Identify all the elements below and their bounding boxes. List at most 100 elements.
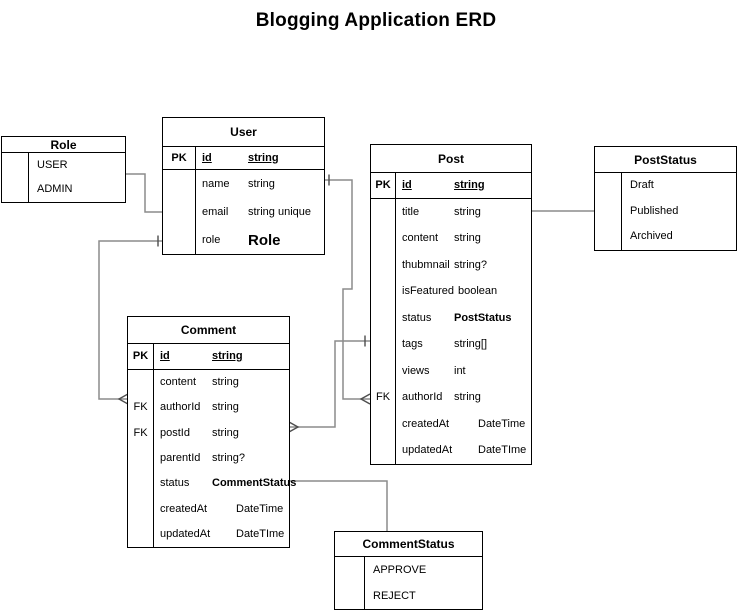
key-cell (163, 170, 196, 198)
key-cell (371, 225, 396, 252)
attr-type: string? (212, 452, 246, 465)
key-cell (163, 198, 196, 226)
fk-cell: FK (128, 420, 154, 446)
key-cell (371, 252, 396, 279)
attr-type: DateTime (236, 502, 284, 515)
attr-name: createdAt (160, 502, 208, 515)
table-row: PK id string (163, 147, 324, 170)
key-cell (163, 226, 196, 254)
table-row: USER (2, 153, 125, 178)
enum-value: ADMIN (37, 183, 73, 196)
many-foot-comment-postid (288, 421, 300, 433)
edge-user-comment[interactable] (98, 240, 163, 400)
attr-name: id (202, 151, 212, 164)
key-cell (128, 370, 154, 396)
table-row: name string (163, 170, 324, 198)
attr-name: isFeatured (402, 285, 454, 298)
attr-name: title (402, 205, 420, 218)
pk-cell: PK (163, 147, 196, 169)
attr-type: DateTIme (478, 444, 527, 457)
key-cell (595, 198, 622, 224)
table-row: isFeatured boolean (371, 278, 531, 305)
edge-role-user[interactable] (126, 173, 163, 213)
attr-name: authorId (160, 401, 201, 414)
table-row: parentId string? (128, 445, 289, 472)
edge-user-post[interactable] (324, 179, 370, 400)
key-cell (371, 331, 396, 358)
key-cell (371, 358, 396, 385)
attr-name: role (202, 233, 221, 246)
attr-type: string (454, 179, 485, 191)
attr-name: content (160, 376, 197, 389)
page-title: Blogging Application ERD (255, 10, 497, 31)
attr-name: updatedAt (160, 527, 211, 540)
attr-name: parentId (160, 452, 201, 465)
key-cell (371, 199, 396, 226)
entity-poststatus[interactable]: PostStatus Draft Published Archived (594, 146, 737, 251)
table-row: title string (371, 199, 531, 226)
key-cell (595, 224, 622, 250)
entity-poststatus-title: PostStatus (595, 147, 736, 173)
table-row: content string (128, 370, 289, 396)
table-row: FK authorId string (371, 384, 531, 411)
fk-cell: FK (371, 384, 396, 411)
attr-type: string unique (248, 205, 311, 218)
table-row: thubmnail string? (371, 252, 531, 279)
attr-name: status (160, 477, 190, 490)
entity-commentstatus[interactable]: CommentStatus APPROVE REJECT (334, 531, 483, 610)
entity-role[interactable]: Role USER ADMIN (1, 136, 126, 203)
attr-type: string (248, 177, 275, 190)
table-row: PK id string (371, 173, 531, 199)
entity-post-title: Post (371, 145, 531, 173)
key-cell (335, 557, 365, 583)
enum-value: Draft (630, 179, 654, 192)
attr-name: createdAt (402, 417, 450, 430)
enum-value: REJECT (373, 589, 416, 602)
attr-name: content (402, 232, 439, 245)
table-row: status CommentStatus (128, 471, 296, 497)
table-row: updatedAt DateTIme (128, 521, 289, 548)
table-row: Archived (595, 224, 736, 250)
attr-name: authorId (402, 391, 443, 404)
many-foot-post-authorid (359, 393, 371, 405)
table-row: status PostStatus (371, 305, 531, 332)
attr-name: name (202, 177, 230, 190)
attr-name: tags (402, 338, 423, 351)
attr-type: boolean (457, 285, 498, 298)
key-cell (335, 583, 365, 609)
key-cell (128, 521, 154, 548)
attr-type: string (248, 151, 279, 164)
table-row: createdAt DateTime (371, 411, 531, 438)
key-cell (371, 305, 396, 332)
key-cell (371, 278, 396, 305)
table-row: Draft (595, 173, 736, 199)
attr-type-ref: CommentStatus (212, 477, 297, 490)
attr-name: thubmnail (402, 258, 450, 271)
edge-post-comment[interactable] (289, 340, 370, 428)
key-cell (128, 471, 154, 497)
attr-type: string (212, 426, 239, 439)
edge-comment-commentstatus[interactable] (289, 480, 388, 532)
attr-type: string[] (454, 338, 488, 351)
entity-comment[interactable]: Comment PK id string content string FK a… (127, 316, 296, 549)
attr-name: id (402, 179, 412, 191)
attr-type: string (212, 401, 239, 414)
attr-name: id (160, 350, 170, 362)
entity-user[interactable]: User PK id string name string email stri… (162, 117, 325, 255)
attr-type: DateTime (478, 417, 526, 430)
enum-value: USER (37, 158, 68, 171)
table-row: FK postId string (128, 420, 289, 446)
entity-post[interactable]: Post PK id string title string content s… (370, 144, 532, 465)
pk-cell: PK (128, 344, 154, 369)
table-row: updatedAt DateTIme (371, 437, 531, 464)
attr-type-ref: Role (248, 231, 281, 249)
entity-user-title: User (163, 118, 324, 147)
table-row: createdAt DateTime (128, 496, 289, 522)
table-row: PK id string (128, 344, 289, 370)
attr-name: email (202, 205, 229, 218)
table-row: email string unique (163, 198, 324, 226)
key-cell (128, 445, 154, 472)
enum-value: Published (630, 204, 679, 217)
attr-type: string? (454, 258, 488, 271)
